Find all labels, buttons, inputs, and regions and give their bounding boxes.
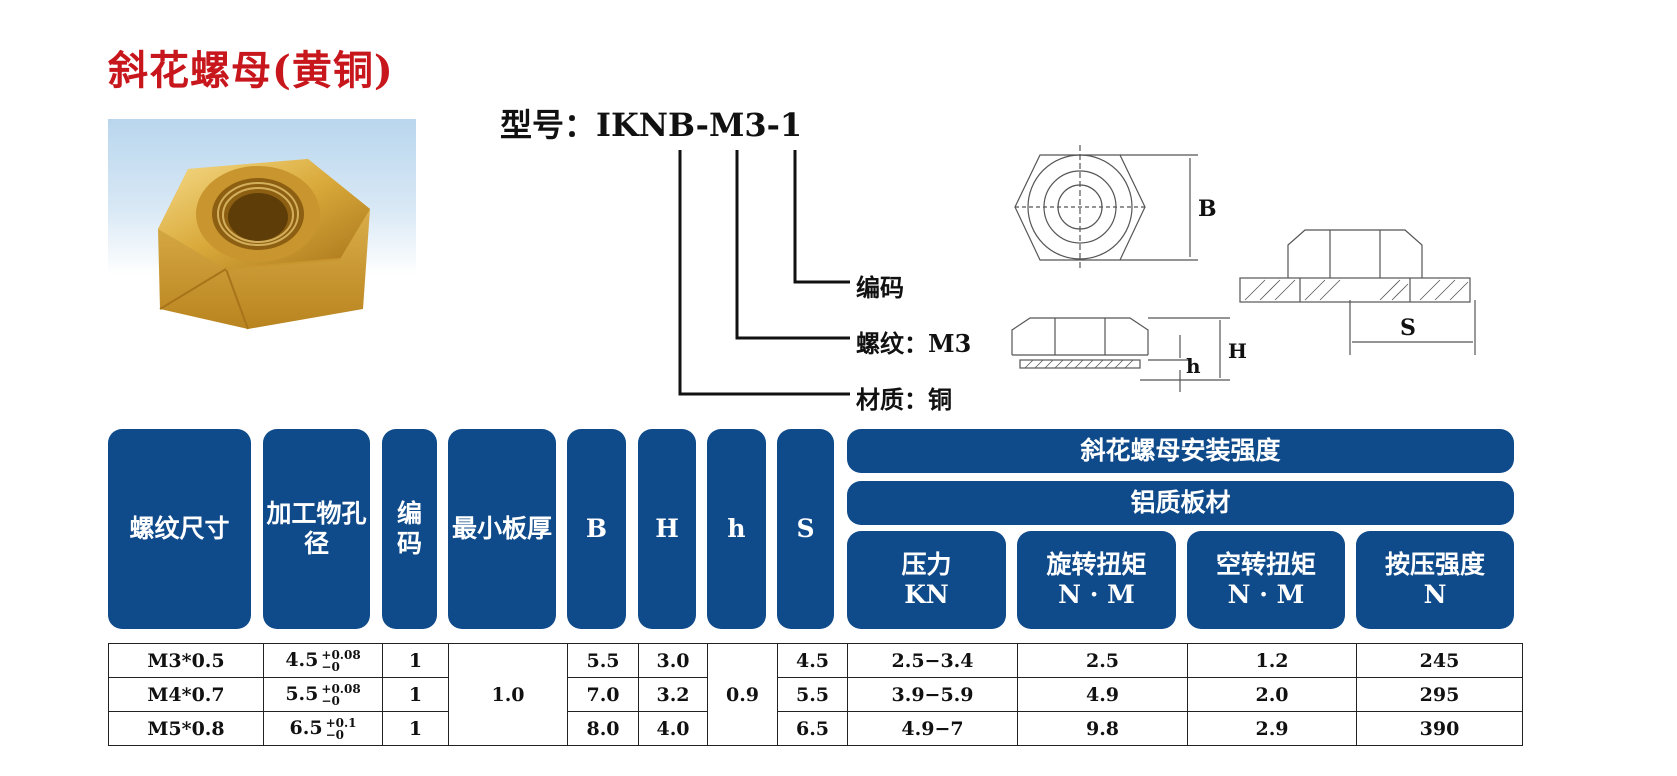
hole-tolerance: +0.08−0 <box>321 649 360 673</box>
header-material: 铝质板材 <box>847 481 1514 525</box>
hole-value: 5.5 <box>285 682 319 705</box>
page-title: 斜花螺母(黄铜) <box>108 47 394 94</box>
product-photo <box>108 119 416 342</box>
header-small-h: h <box>707 429 766 629</box>
cell-b: 5.5 <box>567 643 639 678</box>
header-torque-unit: N · M <box>1058 580 1135 609</box>
spec-table: M3*0.5 4.5+0.08−0 1 1.0 5.5 3.0 0.9 4.5 … <box>108 643 1523 746</box>
side-view-drawing <box>1011 317 1230 392</box>
cell-h: 3.0 <box>638 643 708 678</box>
header-thread-size: 螺纹尺寸 <box>108 429 251 629</box>
dim-small-h-label: h <box>1186 354 1201 378</box>
hole-tolerance: +0.1−0 <box>326 717 357 741</box>
installed-view-hatch <box>1244 279 1469 301</box>
header-idle-torque-label: 空转扭矩 <box>1215 550 1316 579</box>
header-idle-torque-unit: N · M <box>1227 580 1305 609</box>
cell-torque: 2.5 <box>1017 643 1188 678</box>
cell-small-h: 0.9 <box>707 643 778 746</box>
installed-view-drawing <box>1239 229 1476 355</box>
hole-value: 6.5 <box>289 716 323 739</box>
cell-idle-torque: 1.2 <box>1187 643 1357 678</box>
header-press-strength-label: 按压强度 <box>1384 550 1485 579</box>
header-b: B <box>567 429 626 629</box>
hole-value: 4.5 <box>285 648 319 671</box>
header-pressure: 压力 KN <box>847 531 1006 629</box>
cell-s: 5.5 <box>777 677 848 712</box>
cell-press-strength: 390 <box>1356 711 1523 746</box>
header-pressure-label: 压力 <box>901 550 952 579</box>
code-label: 编码 <box>856 273 904 302</box>
tol-down: −0 <box>321 659 340 674</box>
cell-torque: 9.8 <box>1017 711 1188 746</box>
cell-thread: M5*0.8 <box>108 711 264 746</box>
cell-pressure: 3.9−5.9 <box>847 677 1018 712</box>
thread-label: 螺纹：M3 <box>856 329 972 358</box>
tol-up: +0.1 <box>325 715 357 730</box>
header-torque-label: 旋转扭矩 <box>1046 550 1147 579</box>
tol-up: +0.08 <box>321 647 361 662</box>
cell-b: 8.0 <box>567 711 639 746</box>
table-row: M3*0.5 4.5+0.08−0 1 1.0 5.5 3.0 0.9 4.5 … <box>108 643 1523 746</box>
cell-idle-torque: 2.9 <box>1187 711 1357 746</box>
header-code: 编码 <box>382 429 437 629</box>
tol-up: +0.08 <box>321 681 361 696</box>
material-label: 材质：铜 <box>856 385 952 414</box>
cell-hole: 4.5+0.08−0 <box>263 643 383 678</box>
cell-pressure: 2.5−3.4 <box>847 643 1018 678</box>
cell-thread: M4*0.7 <box>108 677 264 712</box>
cell-min-thickness: 1.0 <box>448 643 568 746</box>
table-row: M4*0.7 5.5+0.08−0 1 7.0 3.2 5.5 3.9−5.9 … <box>108 677 1523 712</box>
tol-down: −0 <box>321 693 340 708</box>
top-view-drawing <box>1014 145 1198 270</box>
cell-hole: 6.5+0.1−0 <box>263 711 383 746</box>
cell-h: 3.2 <box>638 677 708 712</box>
cell-torque: 4.9 <box>1017 677 1188 712</box>
code-leader-lines <box>678 150 850 396</box>
cell-thread: M3*0.5 <box>108 643 264 678</box>
cell-h: 4.0 <box>638 711 708 746</box>
cell-code: 1 <box>382 643 449 678</box>
header-hole-diameter: 加工物孔径 <box>263 429 370 629</box>
cell-hole: 5.5+0.08−0 <box>263 677 383 712</box>
header-h: H <box>638 429 696 629</box>
side-view-hatch <box>1024 359 1134 369</box>
header-idle-torque: 空转扭矩 N · M <box>1187 531 1345 629</box>
dim-b-label: B <box>1198 196 1217 222</box>
model-number: 型号：IKNB-M3-1 <box>500 106 803 144</box>
cell-s: 6.5 <box>777 711 848 746</box>
tol-down: −0 <box>325 727 344 742</box>
header-s: S <box>777 429 834 629</box>
technical-drawings: B H h S <box>678 145 1476 396</box>
cell-b: 7.0 <box>567 677 639 712</box>
cell-pressure: 4.9−7 <box>847 711 1018 746</box>
hole-tolerance: +0.08−0 <box>321 683 360 707</box>
header-press-strength-unit: N <box>1423 580 1447 609</box>
cell-s: 4.5 <box>777 643 848 678</box>
dim-s-label: S <box>1400 315 1416 341</box>
header-pressure-unit: KN <box>904 580 949 609</box>
header-press-strength: 按压强度 N <box>1356 531 1514 629</box>
cell-idle-torque: 2.0 <box>1187 677 1357 712</box>
cell-code: 1 <box>382 677 449 712</box>
cell-code: 1 <box>382 711 449 746</box>
brass-nut-image <box>158 159 370 330</box>
table-row: M5*0.8 6.5+0.1−0 1 8.0 4.0 6.5 4.9−7 9.8… <box>108 711 1523 746</box>
dim-h-label: H <box>1228 339 1247 363</box>
header-strength: 斜花螺母安装强度 <box>847 429 1514 473</box>
cell-press-strength: 295 <box>1356 677 1523 712</box>
header-torque: 旋转扭矩 N · M <box>1017 531 1176 629</box>
header-min-thickness: 最小板厚 <box>448 429 556 629</box>
cell-press-strength: 245 <box>1356 643 1523 678</box>
